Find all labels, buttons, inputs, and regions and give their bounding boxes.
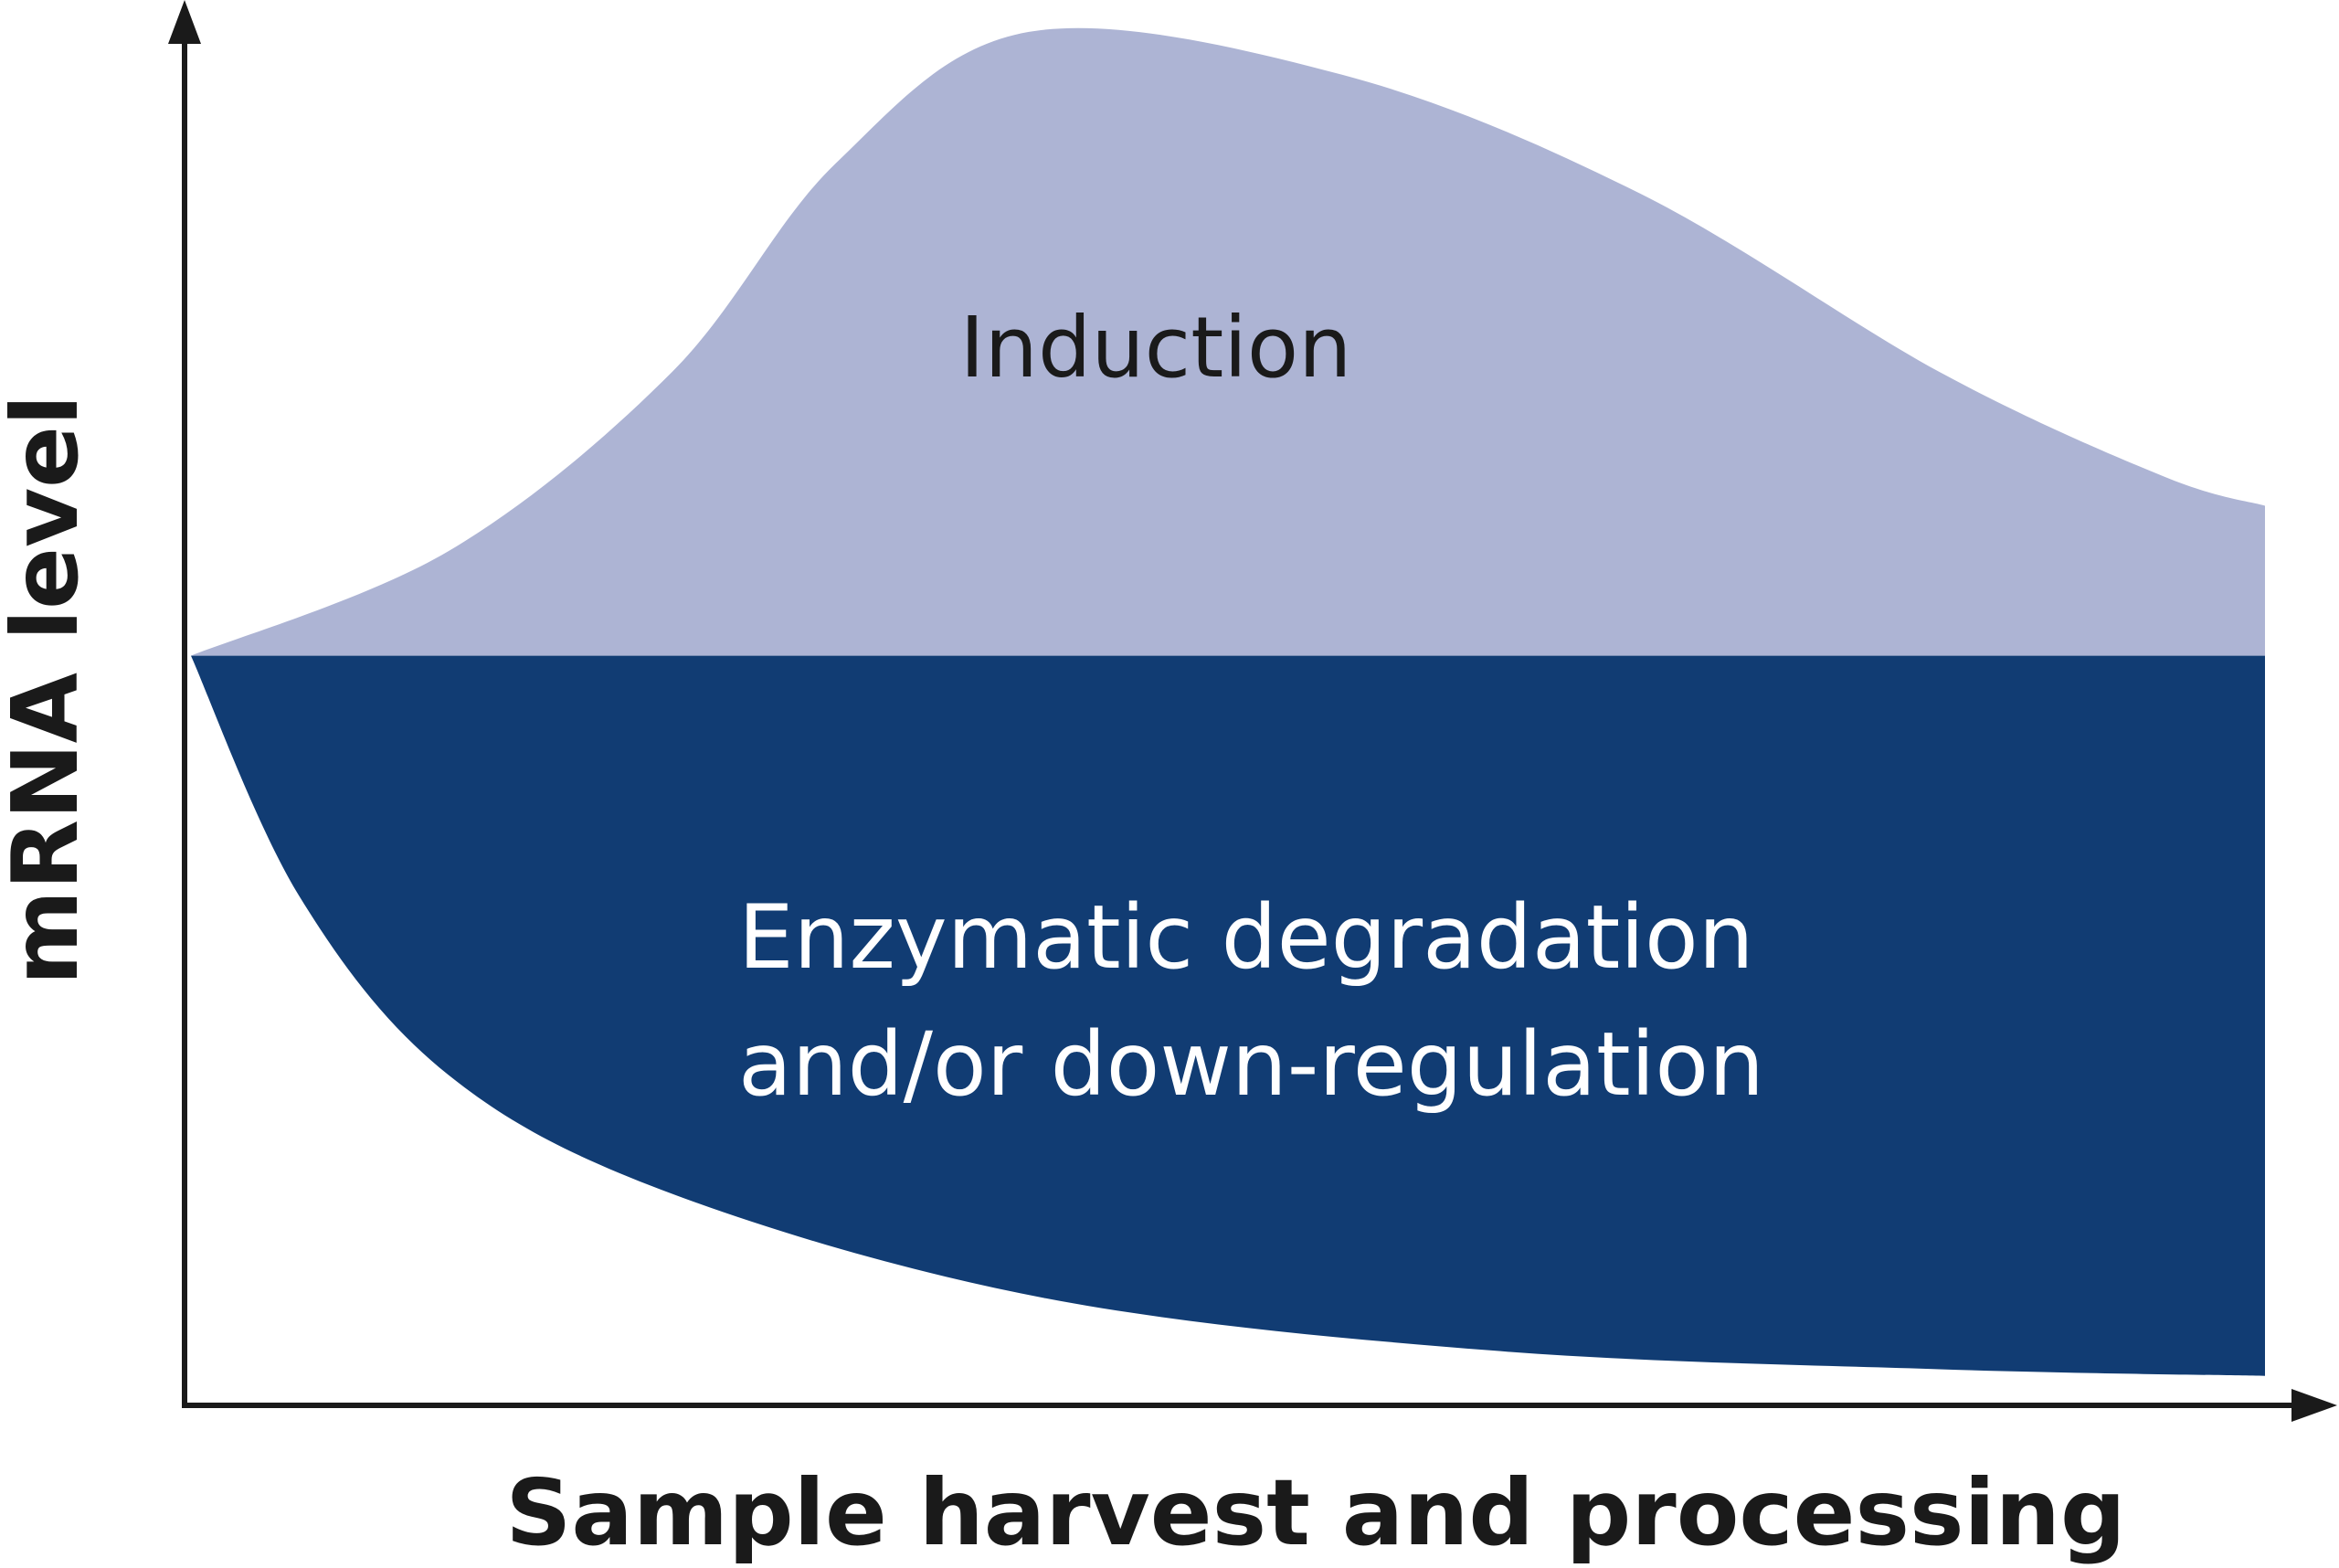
x-axis-label: Sample harvest and processing (505, 1459, 2125, 1566)
induction-area (191, 27, 2265, 656)
degradation-area (191, 655, 2265, 1376)
x-axis-arrow (2291, 1389, 2337, 1422)
y-axis-label: mRNA level (0, 395, 99, 985)
y-axis-arrow (168, 0, 201, 44)
degradation-label-line2: and/or down-regulation (738, 1013, 1764, 1116)
degradation-label-line1: Enzymatic degradation (738, 886, 1754, 989)
induction-label: Induction (960, 299, 1352, 397)
